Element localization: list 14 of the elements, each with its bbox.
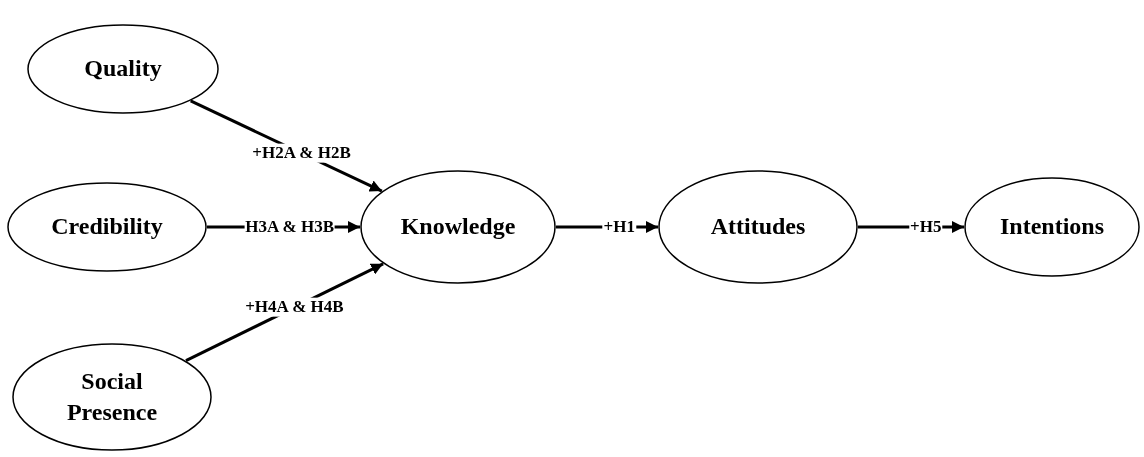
- edge-label: +H2A & H2B: [251, 143, 352, 163]
- node-label: Intentions: [1000, 212, 1104, 242]
- node-label: Social Presence: [65, 366, 159, 427]
- ellipse-node: [12, 343, 212, 451]
- ellipse-node: [658, 170, 858, 284]
- node-label: Knowledge: [400, 212, 516, 242]
- edge-label: +H4A & H4B: [244, 298, 345, 317]
- node-label: Quality: [84, 54, 162, 84]
- node-label: Attitudes: [710, 212, 806, 242]
- ellipse-node: [7, 182, 207, 272]
- ellipse-node: [964, 177, 1140, 277]
- ellipse-node: [27, 24, 219, 114]
- ellipse-node: [360, 170, 556, 284]
- node-label: Credibility: [51, 212, 163, 242]
